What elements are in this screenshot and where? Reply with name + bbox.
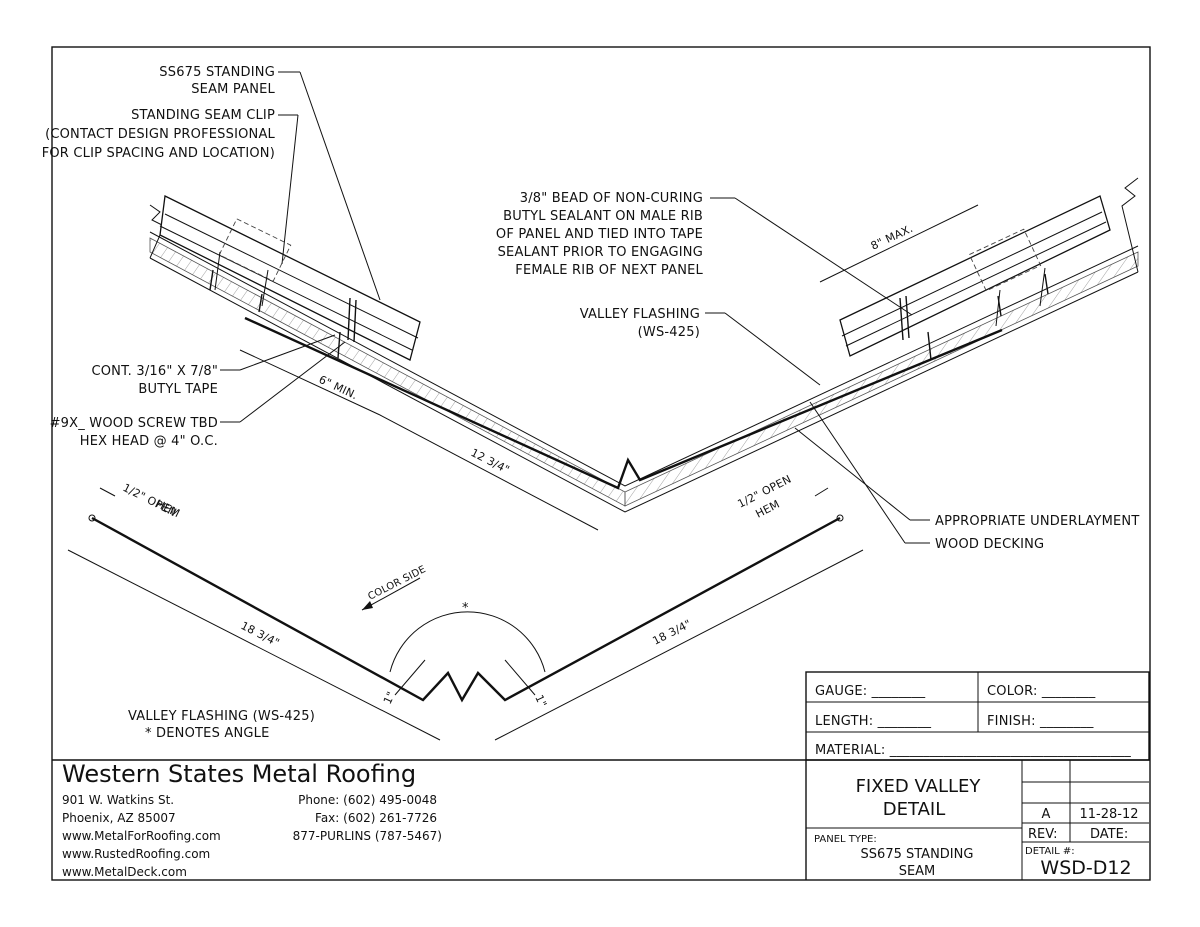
label-bead-2: BUTYL SEALANT ON MALE RIB	[503, 209, 703, 224]
angle-asterisk: *	[462, 601, 469, 616]
website-link-2[interactable]: www.RustedRoofing.com	[62, 847, 210, 861]
toll-free-number: 877-PURLINS (787-5467)	[293, 829, 442, 843]
screws	[209, 269, 1049, 361]
panel-type-2: SEAM	[899, 864, 936, 879]
phone-number: Phone: (602) 495-0048	[298, 793, 437, 807]
label-valley-flashing-2: (WS-425)	[638, 325, 700, 340]
color-field[interactable]: COLOR: ________	[987, 684, 1096, 699]
label-panel-1: SS675 STANDING	[159, 65, 275, 80]
material-field[interactable]: MATERIAL: ______________________________…	[815, 743, 1131, 758]
label-tape-1: CONT. 3/16" X 7/8"	[91, 364, 218, 379]
detail-title-1: FIXED VALLEY	[856, 776, 982, 797]
label-clip-1: STANDING SEAM CLIP	[131, 108, 275, 123]
dim-18-3-4-right: 18 3/4"	[650, 617, 693, 648]
caption-flashing-2: * DENOTES ANGLE	[145, 726, 270, 741]
label-screw-2: HEX HEAD @ 4" O.C.	[80, 434, 218, 449]
valley-flashing-line	[244, 316, 1003, 490]
callouts	[220, 71, 979, 544]
label-valley-flashing-1: VALLEY FLASHING	[580, 307, 700, 322]
date-value: 11-28-12	[1079, 807, 1138, 822]
website-link-1[interactable]: www.MetalForRoofing.com	[62, 829, 221, 843]
color-side-label: COLOR SIDE	[366, 564, 427, 603]
dim-6-min: 6" MIN.	[317, 373, 360, 402]
label-bead-4: SEALANT PRIOR TO ENGAGING	[498, 245, 703, 260]
address-line-2: Phoenix, AZ 85007	[62, 811, 176, 825]
length-field[interactable]: LENGTH: ________	[815, 714, 932, 729]
label-tape-2: BUTYL TAPE	[138, 382, 218, 397]
revision-label: REV:	[1028, 827, 1057, 842]
label-underlayment: APPROPRIATE UNDERLAYMENT	[935, 514, 1139, 529]
label-bead-1: 3/8" BEAD OF NON-CURING	[520, 191, 703, 206]
callout-text: SS675 STANDING SEAM PANEL STANDING SEAM …	[42, 65, 1140, 741]
detail-number-label: DETAIL #:	[1025, 846, 1075, 857]
company-info: Western States Metal Roofing 901 W. Watk…	[62, 760, 442, 879]
gauge-field[interactable]: GAUGE: ________	[815, 684, 926, 699]
detail-info: FIXED VALLEY DETAIL PANEL TYPE: SS675 ST…	[814, 776, 1139, 879]
dim-18-3-4-left: 18 3/4"	[239, 619, 282, 650]
dim-1-right: 1"	[532, 693, 549, 710]
panel-type-label: PANEL TYPE:	[814, 834, 877, 845]
dim-12-3-4: 12 3/4"	[469, 446, 512, 477]
title-block	[52, 759, 1150, 880]
left-panel	[159, 195, 421, 361]
label-clip-3: FOR CLIP SPACING AND LOCATION)	[42, 146, 275, 161]
flashing-profile	[67, 487, 864, 741]
dim-8-max: 8" MAX.	[869, 222, 915, 253]
caption-flashing-1: VALLEY FLASHING (WS-425)	[128, 709, 315, 724]
label-clip-2: (CONTACT DESIGN PROFESSIONAL	[45, 127, 275, 142]
roof-section	[149, 177, 1139, 513]
date-label: DATE:	[1090, 827, 1128, 842]
revision-value: A	[1042, 807, 1051, 822]
label-bead-5: FEMALE RIB OF NEXT PANEL	[515, 263, 703, 278]
wood-decking-left	[149, 237, 626, 507]
fax-number: Fax: (602) 261-7726	[315, 811, 437, 825]
label-decking: WOOD DECKING	[935, 537, 1044, 552]
address-line-1: 901 W. Watkins St.	[62, 793, 174, 807]
sheet-border	[51, 46, 1151, 881]
label-panel-2: SEAM PANEL	[191, 82, 275, 97]
panel-type-1: SS675 STANDING	[861, 847, 974, 862]
website-link-3[interactable]: www.MetalDeck.com	[62, 865, 187, 879]
detail-number: WSD-D12	[1040, 857, 1131, 879]
right-panel	[839, 195, 1111, 357]
finish-field[interactable]: FINISH: ________	[987, 714, 1094, 729]
company-name: Western States Metal Roofing	[62, 760, 416, 788]
label-bead-3: OF PANEL AND TIED INTO TAPE	[496, 227, 703, 242]
detail-title-2: DETAIL	[883, 799, 945, 820]
dim-1-left: 1"	[381, 689, 398, 706]
spec-fields: GAUGE: ________ COLOR: ________ LENGTH: …	[815, 684, 1131, 758]
label-screw-1: #9X_ WOOD SCREW TBD	[50, 416, 218, 431]
